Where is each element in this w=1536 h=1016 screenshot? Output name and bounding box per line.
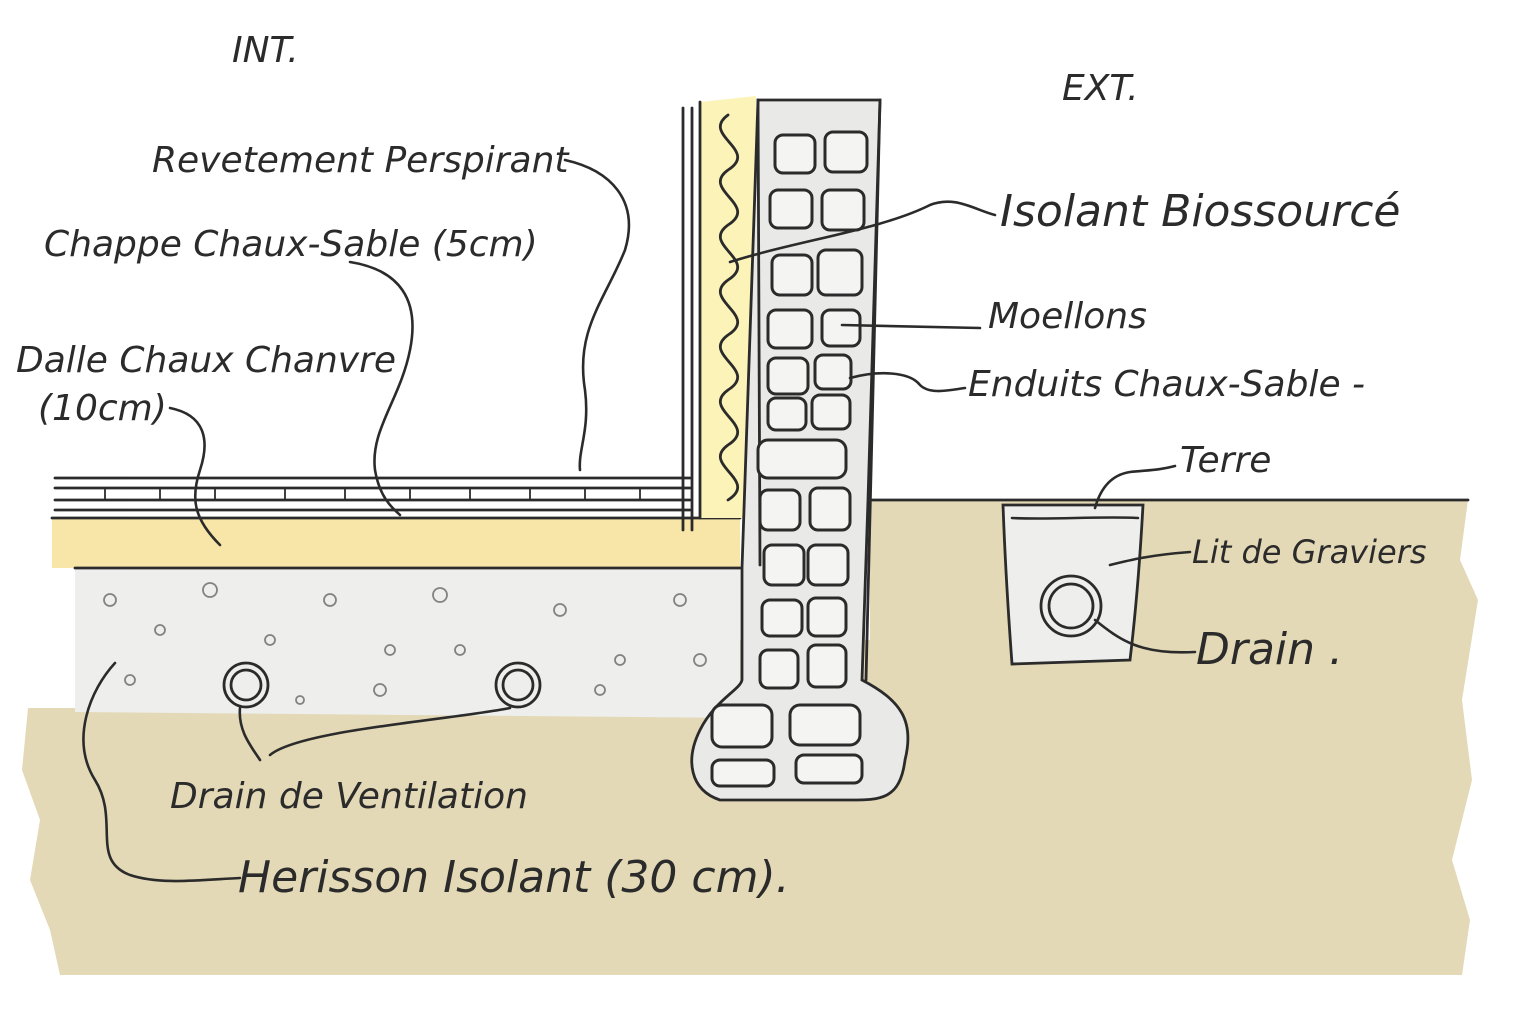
label-terre: Terre — [1180, 440, 1271, 481]
label-exterior: EXT. — [1062, 68, 1139, 109]
ventilation-drain-pipe-2 — [494, 661, 542, 709]
label-lit-graviers: Lit de Graviers — [1192, 533, 1427, 571]
interior-wall-finish — [681, 106, 694, 532]
label-dalle-line2: (10cm) — [38, 388, 167, 429]
herisson-gravel-layer — [75, 568, 740, 718]
label-enduits: Enduits Chaux-Sable - — [968, 364, 1365, 405]
label-chappe: Chappe Chaux-Sable (5cm) — [44, 224, 538, 265]
moellons-stones — [710, 130, 869, 788]
leader-lines — [82, 158, 1197, 883]
label-drain-ventilation: Drain de Ventilation — [170, 776, 528, 817]
insulation-squiggle — [719, 113, 739, 502]
chappe-screed-layer — [52, 518, 740, 568]
label-moellons: Moellons — [988, 296, 1147, 337]
revetement-floor-covering — [53, 476, 692, 512]
gravel-texture — [103, 582, 707, 705]
label-dalle-line1: Dalle Chaux Chanvre — [16, 340, 396, 381]
label-interior: INT. — [232, 30, 299, 71]
label-drain: Drain . — [1196, 624, 1343, 675]
ventilation-drain-pipe-1 — [222, 661, 270, 709]
exterior-drain-pipe — [1039, 574, 1103, 638]
label-revetement: Revetement Perspirant — [152, 140, 570, 181]
label-herisson: Herisson Isolant (30 cm). — [238, 852, 790, 903]
label-isolant: Isolant Biossourcé — [1000, 186, 1400, 237]
